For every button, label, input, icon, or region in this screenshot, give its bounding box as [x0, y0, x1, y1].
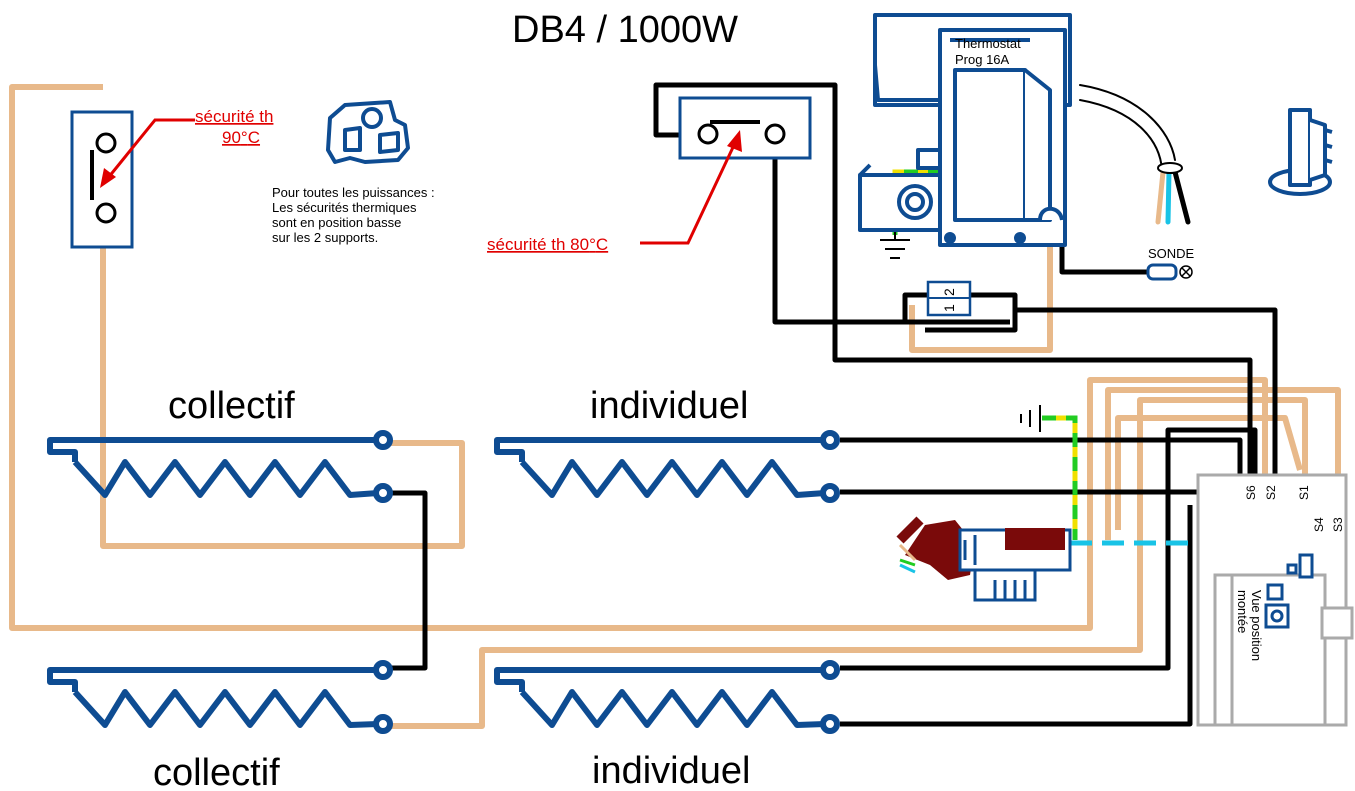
wire-black-safety80-top [653, 82, 1253, 475]
wire-black-ind-top1 [840, 437, 1243, 478]
wire-black-relay-loop [902, 292, 1018, 333]
note-line3: sont en position basse [272, 215, 401, 230]
heating-element-individuel-top [494, 430, 840, 503]
label-individuel-top: individuel [590, 385, 748, 427]
sonde-probe [1146, 263, 1193, 281]
wire-black-ind-bottom2 [840, 505, 1193, 727]
relay-pin2: 2 [941, 288, 957, 296]
note-line1: Pour toutes les puissances : [272, 185, 435, 200]
arrow-safety-80 [640, 130, 742, 245]
terminal-s6: S6 [1244, 485, 1258, 500]
relay-pin1: 1 [941, 304, 957, 312]
note-line4: sur les 2 supports. [272, 230, 378, 245]
wire-black-ind-bottom1 [840, 427, 1258, 671]
wire-black-relay-to-s2 [1015, 307, 1278, 478]
wire-black-ind-top2 [840, 489, 1218, 505]
wire-black-safety80-right [772, 143, 1010, 325]
connector-plug [896, 516, 1072, 602]
terminal-s3: S3 [1331, 517, 1345, 532]
earth-symbol-thermostat [880, 232, 910, 259]
terminal-s2: S2 [1264, 485, 1278, 500]
mount-view-line1: Vue position [1249, 590, 1264, 661]
safety-switch-80 [678, 96, 812, 160]
thermostat-label-line2: Prog 16A [955, 52, 1010, 67]
thermostat-label-line1: Thermostat [955, 36, 1021, 51]
arrow-safety-90 [100, 118, 195, 188]
tan-wires [9, 84, 1341, 729]
wire-tan-s3 [1105, 387, 1341, 540]
thermostat-unit [858, 13, 1072, 247]
wire-tan-inner [1115, 415, 1303, 530]
earth-symbol-top [1020, 405, 1041, 432]
connector-icon [1268, 108, 1333, 196]
heating-element-individuel-bottom [494, 660, 840, 734]
wire-black-collectif-link [385, 490, 428, 671]
note-line2: Les sécurités thermiques [272, 200, 417, 215]
terminal-s4: S4 [1312, 517, 1326, 532]
label-individuel-bottom: individuel [592, 750, 750, 791]
terminal-s1: S1 [1297, 485, 1311, 500]
sonde-label: SONDE [1148, 246, 1195, 261]
safety-80-label: sécurité th 80°C [487, 235, 608, 254]
heating-element-collectif-top [47, 430, 393, 503]
wire-tan-relay [909, 225, 1053, 353]
mount-view-line2: montée [1235, 590, 1250, 633]
label-collectif-top: collectif [168, 385, 295, 427]
wire-tan-safety90 [100, 248, 465, 549]
wire-tan-bottom-collectif [385, 397, 1308, 729]
heating-element-collectif-bottom [47, 660, 393, 734]
safety-90-label-line2: 90°C [222, 128, 260, 147]
wire-tan-outer-loop [9, 84, 1268, 631]
thermostat-cable [1079, 84, 1191, 225]
diagram-title: DB4 / 1000W [512, 9, 738, 51]
relay-block [926, 280, 972, 317]
mount-view-parts [1264, 553, 1314, 629]
safety-90-label-line1: sécurité th [195, 107, 273, 126]
safety-support-icon [326, 100, 410, 164]
wire-black-sonde [1059, 230, 1148, 275]
label-collectif-bottom: collectif [153, 752, 280, 791]
